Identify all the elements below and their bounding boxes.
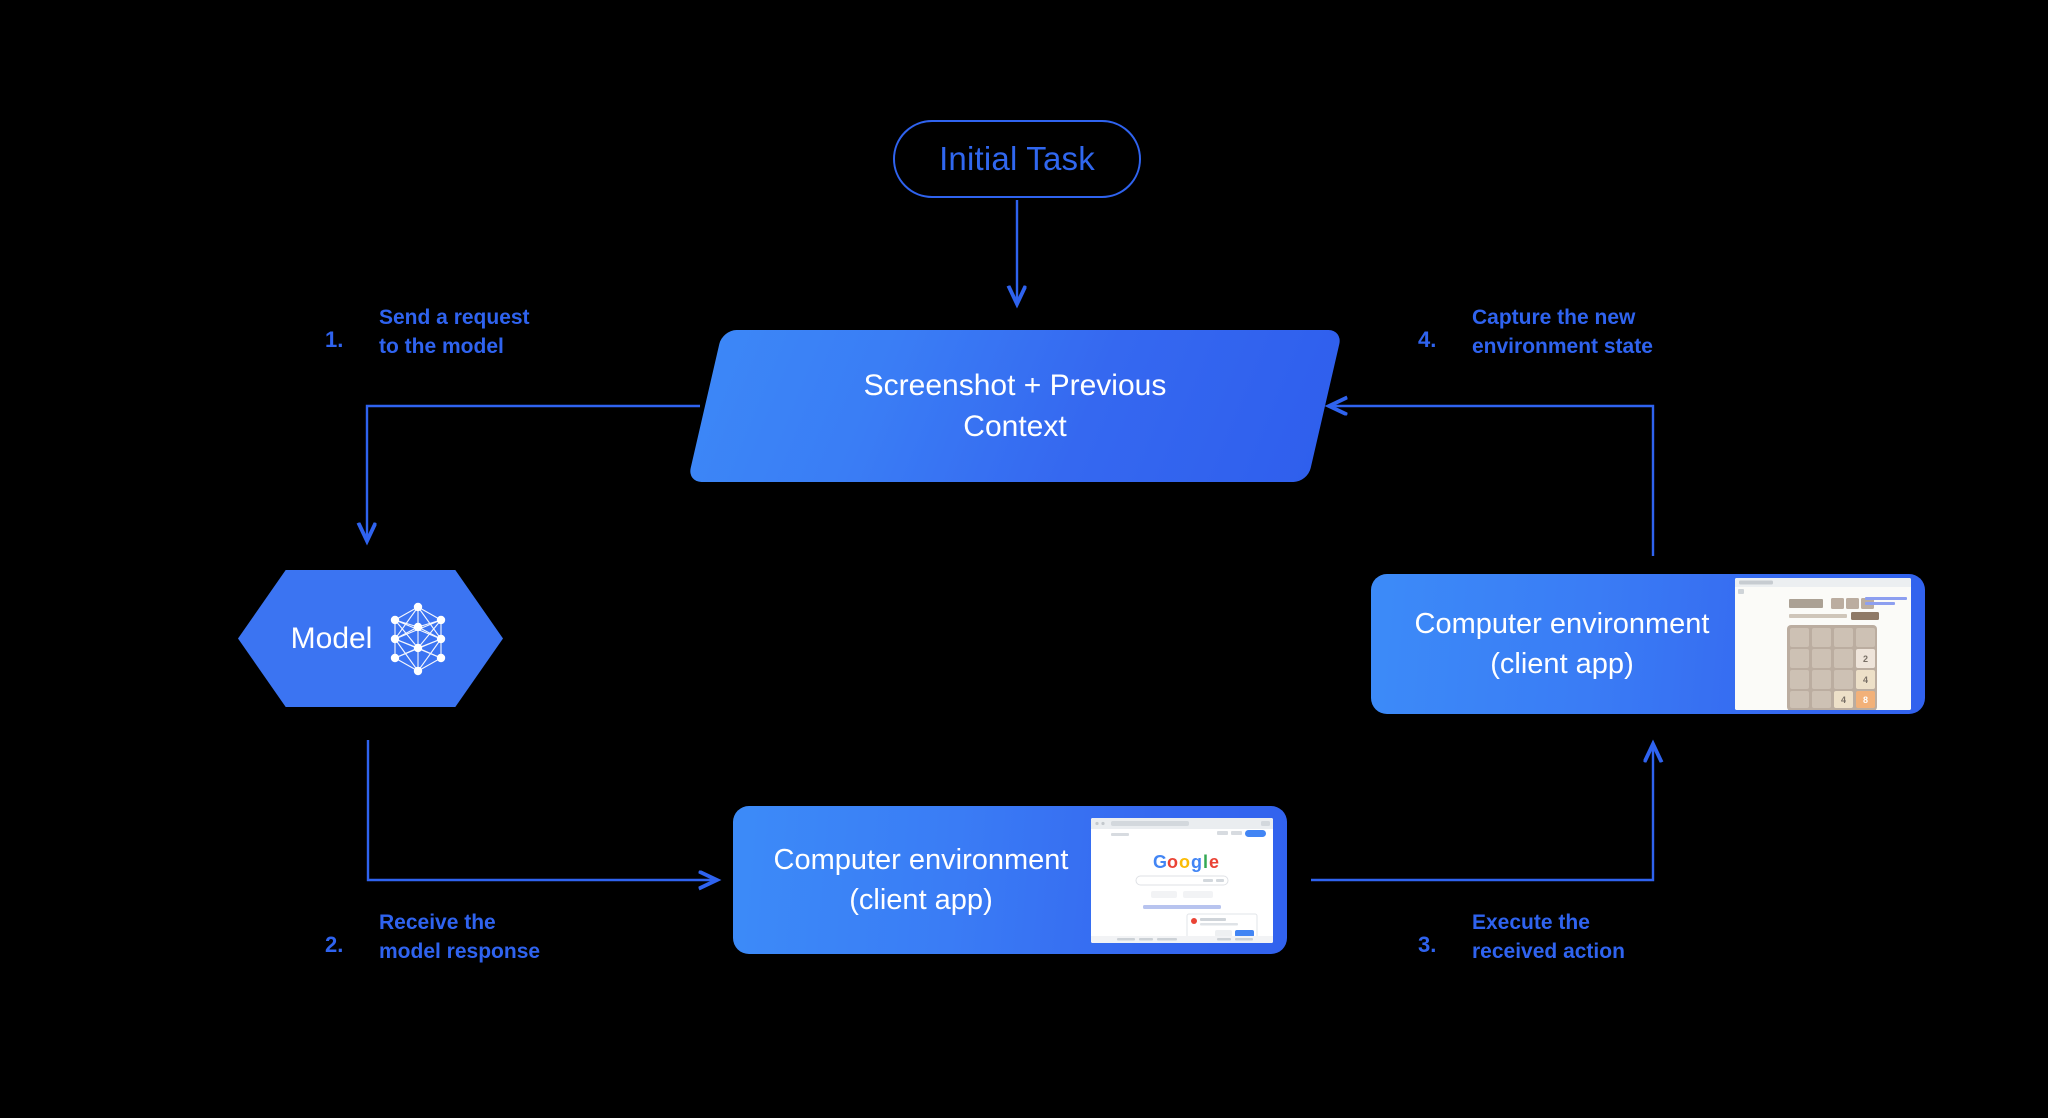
step-label-3: 3. Execute the received action [1418, 908, 1625, 966]
svg-text:8: 8 [1863, 695, 1868, 705]
thumbnail-2048-game: 2 4 4 8 [1735, 578, 1911, 710]
context-node[interactable]: Screenshot + Previous Context [687, 330, 1343, 482]
context-node-shape [687, 330, 1343, 482]
initial-task-node[interactable]: Initial Task [893, 120, 1141, 198]
env-right-line-2: (client app) [1490, 648, 1634, 680]
env-right-text: Computer environment (client app) [1371, 604, 1735, 684]
step-2-text: Receive the model response [379, 911, 541, 963]
env-right-line-1: Computer environment [1414, 608, 1710, 640]
edge-model-to-envbottom [366, 740, 716, 880]
model-node-shape [238, 570, 503, 707]
env-bottom-node[interactable]: Computer environment (client app) G [733, 806, 1287, 954]
step-label-1: 1. Send a request to the model [325, 303, 530, 361]
step-label-2: 2. Receive the model response [325, 908, 540, 966]
model-label: Model [290, 621, 373, 655]
model-node-content: Model [238, 570, 503, 707]
edge-context-to-model [367, 404, 700, 540]
env-bottom-line-1: Computer environment [773, 844, 1069, 876]
svg-text:g: g [1191, 852, 1202, 872]
svg-text:e: e [1209, 852, 1219, 872]
svg-text:G: G [1153, 852, 1167, 872]
step-2-number: 2. [325, 932, 344, 957]
step-1-number: 1. [325, 327, 344, 352]
env-bottom-text: Computer environment (client app) [733, 840, 1091, 920]
svg-text:l: l [1203, 852, 1208, 872]
initial-task-label: Initial Task [939, 140, 1095, 177]
svg-text:o: o [1167, 852, 1178, 872]
svg-text:4: 4 [1863, 675, 1868, 685]
edge-envbottom-to-envright [1311, 745, 1653, 882]
svg-text:4: 4 [1841, 695, 1846, 705]
step-4-number: 4. [1418, 327, 1437, 352]
thumbnail-google-search: G o o g l e [1091, 817, 1273, 943]
svg-text:2: 2 [1863, 654, 1868, 664]
neural-network-icon [391, 602, 446, 675]
step-3-text: Execute the received action [1472, 911, 1625, 963]
step-4-text: Capture the new environment state [1472, 306, 1653, 358]
env-bottom-line-2: (client app) [849, 884, 993, 916]
svg-text:o: o [1179, 852, 1190, 872]
edge-envright-to-context [1330, 406, 1655, 556]
step-3-number: 3. [1418, 932, 1437, 957]
model-node[interactable]: Model [238, 570, 503, 707]
step-label-4: 4. Capture the new environment state [1418, 303, 1653, 361]
step-1-text: Send a request to the model [379, 306, 530, 358]
env-right-node[interactable]: Computer environment (client app) [1371, 574, 1925, 714]
